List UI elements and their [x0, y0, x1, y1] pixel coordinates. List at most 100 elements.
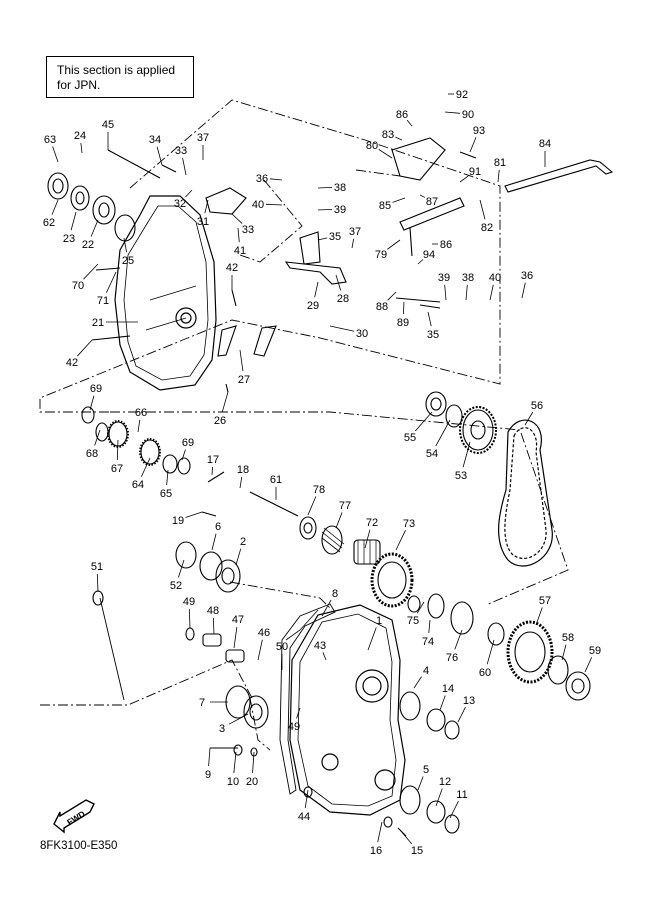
callout-leader-63	[52, 146, 59, 163]
callout-leader-35	[427, 311, 432, 327]
callout-leader-52	[178, 559, 185, 578]
callout-leader-91	[459, 175, 469, 183]
callout-leader-57	[535, 607, 543, 626]
callout-leader-18	[239, 476, 243, 489]
callout-number-86: 86	[440, 239, 452, 251]
callout-leader-69	[89, 395, 95, 411]
callout-number-1: 1	[376, 615, 382, 627]
callout-number-37: 37	[349, 226, 361, 238]
callout-number-17: 17	[207, 454, 219, 466]
note-line-1: This section is applied	[57, 63, 176, 77]
callout-number-71: 71	[97, 295, 109, 307]
callout-leader-77	[335, 512, 343, 529]
callout-leader-89	[403, 301, 405, 315]
callout-number-88: 88	[376, 301, 388, 313]
callout-number-57: 57	[539, 595, 551, 607]
note-line-2: for JPN.	[57, 78, 101, 92]
callout-leader-83	[395, 136, 403, 141]
callout-leader-1	[367, 627, 377, 651]
callout-leader-68	[94, 429, 101, 446]
callout-leader-72	[364, 529, 371, 549]
callout-number-19: 19	[172, 515, 184, 527]
callout-number-49: 49	[183, 596, 195, 608]
callout-number-50: 50	[276, 641, 288, 653]
callout-number-51: 51	[91, 561, 103, 573]
callout-number-82: 82	[481, 222, 493, 234]
callout-leader-37	[351, 238, 355, 249]
callout-number-68: 68	[86, 448, 98, 460]
callout-leader-44	[304, 789, 309, 809]
callout-number-83: 83	[382, 129, 394, 141]
callout-number-40: 40	[489, 272, 501, 284]
callout-number-75: 75	[407, 615, 419, 627]
bearings-and-rings	[47, 172, 591, 834]
callout-number-87: 87	[426, 196, 438, 208]
callout-leader-22	[90, 219, 99, 237]
callout-number-59: 59	[589, 645, 601, 657]
callout-leader-35	[317, 237, 328, 241]
callout-number-11: 11	[456, 789, 467, 801]
callout-number-35: 35	[329, 231, 341, 243]
callout-number-34: 34	[149, 134, 161, 146]
callout-number-21: 21	[92, 317, 104, 329]
callout-leader-32	[185, 189, 193, 198]
gasket	[279, 603, 336, 795]
callout-leader-59	[584, 657, 593, 673]
callout-number-5: 5	[423, 764, 429, 776]
callout-number-56: 56	[531, 400, 543, 412]
callout-number-37: 37	[197, 132, 209, 144]
callout-number-31: 31	[197, 216, 209, 228]
callout-leader-53	[462, 441, 471, 468]
callout-number-27: 27	[238, 374, 250, 386]
callout-leader-20	[252, 751, 255, 774]
callout-leader-40	[489, 284, 494, 301]
callout-number-53: 53	[455, 470, 467, 482]
callout-number-86: 86	[396, 109, 408, 121]
callout-leader-16	[377, 821, 383, 843]
callout-leader-55	[414, 411, 433, 432]
callout-number-55: 55	[404, 432, 416, 444]
callout-number-66: 66	[135, 407, 147, 419]
callout-number-72: 72	[366, 517, 378, 529]
callout-number-9: 9	[205, 769, 211, 781]
callout-leader-60	[486, 639, 495, 665]
callout-leader-40	[265, 203, 283, 206]
callout-number-13: 13	[463, 695, 475, 707]
callout-leader-25	[123, 237, 127, 253]
callout-number-47: 47	[232, 614, 244, 626]
callout-number-8: 8	[332, 588, 338, 600]
callout-leader-24	[80, 142, 83, 154]
callout-leader-34	[156, 146, 163, 166]
callout-number-63: 63	[44, 134, 56, 146]
callout-leader-69	[181, 449, 186, 461]
callout-leader-15	[399, 829, 413, 845]
callout-number-20: 20	[246, 776, 258, 788]
callout-number-80: 80	[366, 140, 378, 152]
callout-leader-2	[235, 548, 242, 566]
callout-leader-19	[185, 511, 203, 518]
callout-leader-49	[188, 608, 191, 629]
callout-number-77: 77	[339, 500, 351, 512]
callout-leader-30	[329, 325, 355, 332]
callout-number-30: 30	[356, 328, 368, 340]
callout-leader-67	[116, 439, 119, 461]
callout-leader-38	[317, 186, 333, 189]
callout-number-26: 26	[214, 415, 226, 427]
callout-number-3: 3	[219, 723, 225, 735]
callout-leader-12	[435, 788, 443, 807]
callout-leader-76	[454, 629, 463, 650]
callout-leader-71	[106, 271, 117, 293]
callout-number-33: 33	[175, 145, 187, 157]
callout-leader-36	[269, 178, 283, 181]
callout-leader-47	[233, 626, 238, 649]
callout-number-38: 38	[462, 272, 474, 284]
callout-number-42: 42	[226, 262, 238, 274]
callout-number-64: 64	[132, 479, 144, 491]
callout-number-7: 7	[199, 697, 205, 709]
callout-leader-90	[444, 111, 461, 114]
jpn-applicability-note: This section is applied for JPN.	[46, 56, 194, 98]
callout-number-16: 16	[370, 845, 382, 857]
callout-leader-29	[314, 281, 319, 298]
